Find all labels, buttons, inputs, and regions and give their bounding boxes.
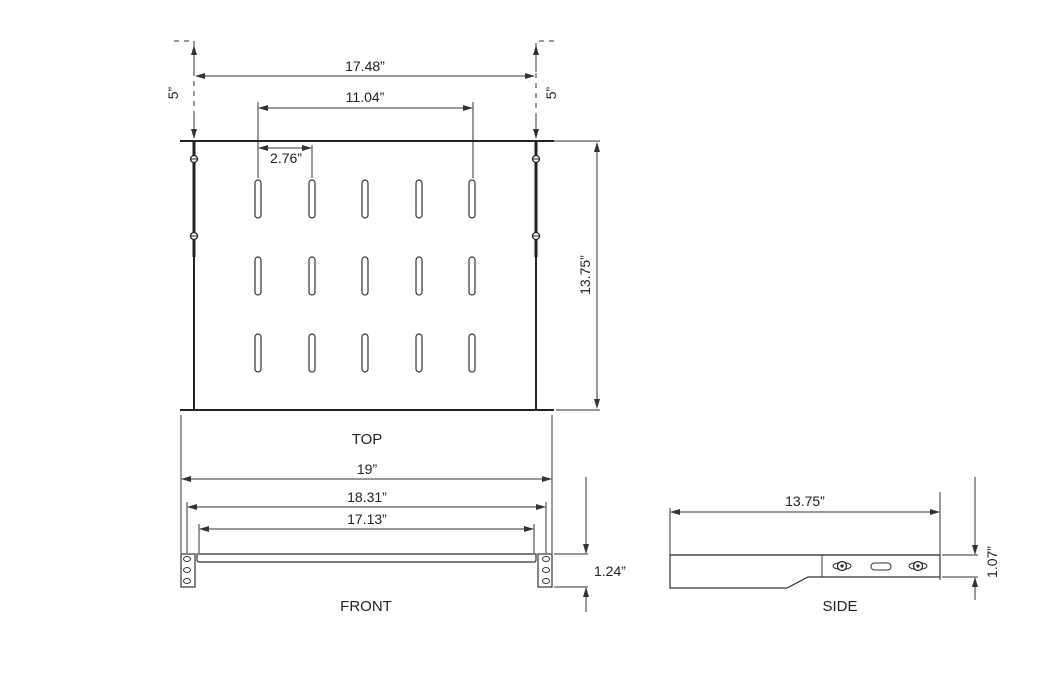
- rail-spacing-label: 17.48”: [345, 58, 385, 74]
- inner-width-label: 17.13”: [347, 511, 387, 527]
- right-offset-label: 5”: [543, 86, 559, 99]
- left-mounting-ear: [180, 553, 196, 588]
- side-height-label: 1.07”: [984, 546, 1000, 578]
- screw-icon: [189, 154, 199, 164]
- depth-label: 13.75”: [577, 255, 593, 295]
- shelf-side-profile: [669, 554, 941, 589]
- overall-width-label: 19”: [357, 461, 378, 477]
- front-height-label: 1.24”: [594, 563, 626, 579]
- screw-icon: [189, 231, 199, 241]
- side-view: 13.75” 1.07” SIDE: [669, 477, 1000, 615]
- ventilation-slots: [254, 179, 476, 373]
- slot-span-label: 11.04”: [346, 89, 385, 105]
- side-view-label: SIDE: [822, 598, 857, 615]
- right-extension-line: [535, 40, 556, 138]
- right-mounting-ear: [537, 553, 553, 588]
- screw-icon: [531, 154, 541, 164]
- front-view-label: FRONT: [340, 598, 392, 615]
- hole-spacing-label: 18.31”: [347, 489, 387, 505]
- adjustment-screw-icon: [908, 560, 928, 572]
- adjustment-slot: [870, 562, 892, 571]
- front-view: 19” 18.31” 17.13” 1.24: [180, 415, 626, 615]
- top-view-label: TOP: [352, 431, 383, 448]
- top-view: 5” 5” 17.48” 11.04” 2.76” 13.75”: [165, 40, 600, 448]
- screw-icon: [531, 231, 541, 241]
- slot-pitch-label: 2.76”: [270, 150, 302, 166]
- shelf-front-lip: [196, 553, 537, 563]
- adjustment-screw-icon: [832, 560, 852, 572]
- left-offset-label: 5”: [165, 86, 181, 99]
- side-depth-label: 13.75”: [785, 493, 825, 509]
- left-extension-line: [174, 40, 195, 138]
